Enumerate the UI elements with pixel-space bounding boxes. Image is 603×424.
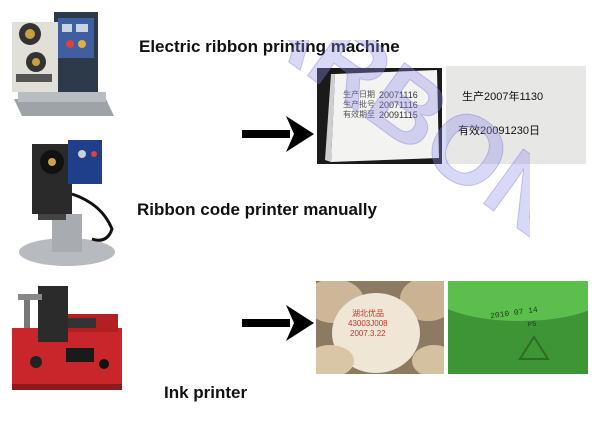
arrow-right-icon [242, 305, 314, 341]
manual-ribbon-code-printer-image [19, 140, 115, 266]
egg-print-line: 2007.3.22 [350, 329, 386, 338]
paper-production-date: 生产2007年1130 [462, 91, 544, 103]
egg-print-line: 湖北优品 [352, 309, 384, 318]
electric-ribbon-printer-image [12, 12, 114, 116]
ribbon-code-printer-manually-label: Ribbon code printer manually [137, 200, 377, 219]
box-value: 20071116 [379, 90, 418, 100]
paper-expiry-date: 有效20091230日 [458, 125, 540, 137]
eggs-shape [316, 281, 444, 374]
box-label: 生产批号 [343, 100, 375, 109]
box-value: 20071116 [379, 100, 418, 110]
egg-ink-print-sample: 湖北优品 43003J008 2007.3.22 [316, 281, 444, 374]
box-label: 生产日期 [343, 90, 375, 99]
green-cap-shape [448, 281, 588, 374]
box-shape [325, 70, 439, 162]
arrow-right-icon [242, 116, 314, 152]
box-label: 有效期至 [343, 110, 375, 119]
ink-printer-label: Ink printer [164, 383, 248, 402]
egg-print-line: 43003J008 [348, 319, 388, 328]
box-value: 20091115 [379, 110, 418, 120]
green-cap-mark: PS [527, 320, 537, 330]
box-date-code-sample: 生产日期 生产批号 有效期至 20071116 20071116 2009111… [317, 68, 442, 164]
paper-date-code-sample: 生产2007年1130 有效20091230日 [446, 66, 586, 164]
green-cap-print-sample: 2010 07 14 PS [448, 281, 588, 374]
box-labels: 生产日期 生产批号 有效期至 [343, 90, 375, 120]
box-values: 20071116 20071116 20091115 [379, 90, 418, 120]
ink-printer-image [12, 286, 122, 390]
electric-ribbon-printing-machine-label: Electric ribbon printing machine [139, 37, 400, 56]
